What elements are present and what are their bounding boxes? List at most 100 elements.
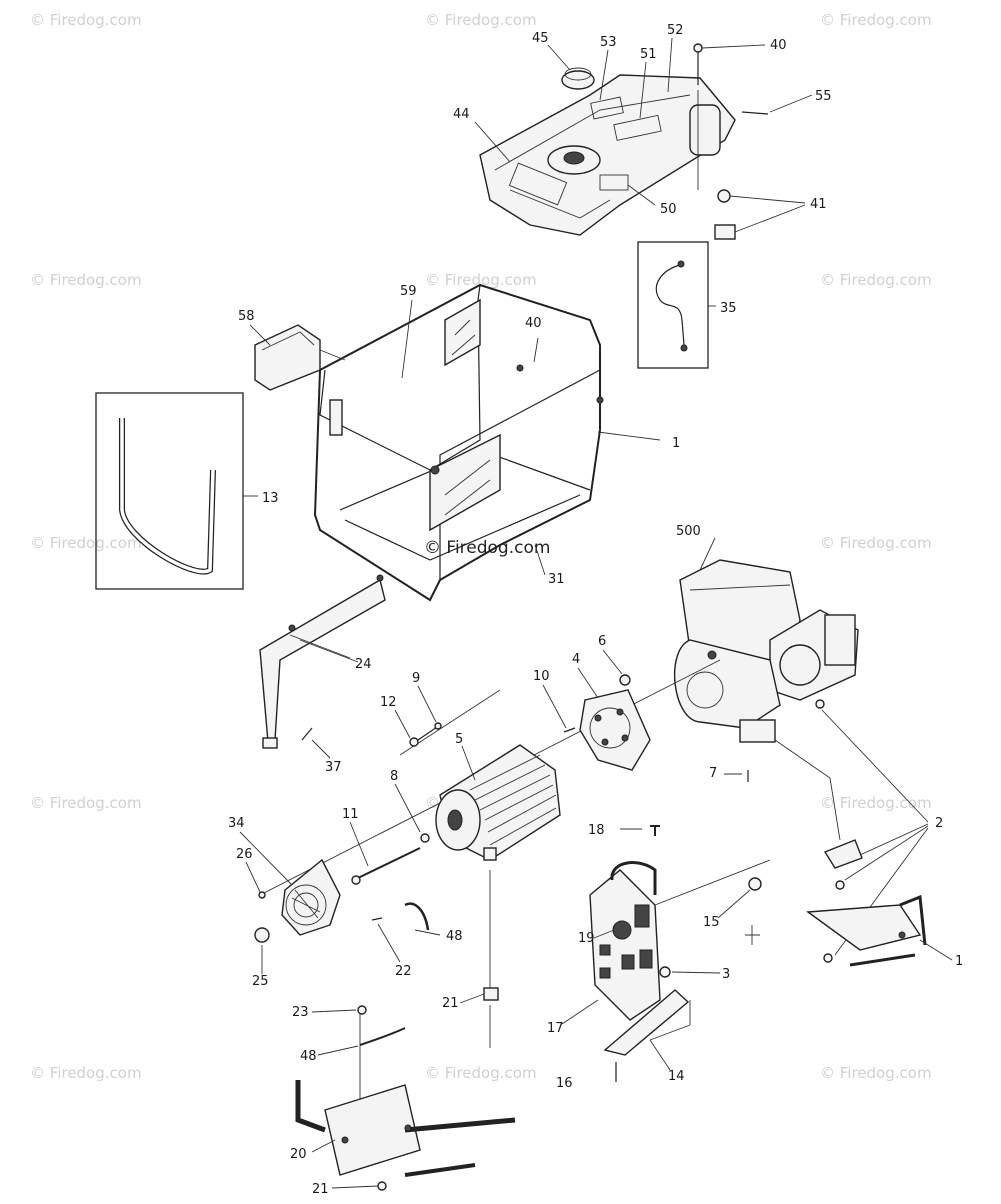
callout-label: 37 xyxy=(325,760,342,775)
callout-label: 22 xyxy=(395,964,412,979)
callout-label: 55 xyxy=(815,89,832,104)
panel-bracket xyxy=(603,989,691,1056)
bolt-assembly xyxy=(409,722,442,747)
callout-label: 1 xyxy=(955,954,963,969)
watermark: © Firedog.com xyxy=(820,534,932,552)
callout-label: 59 xyxy=(400,284,417,299)
watermark: © Firedog.com xyxy=(425,271,537,289)
callout-label: 48 xyxy=(446,929,463,944)
bracket xyxy=(259,574,386,749)
callout-label: 15 xyxy=(703,915,720,930)
watermark: © Firedog.com xyxy=(30,794,142,812)
callout-label: 53 xyxy=(600,35,617,50)
wire-clip xyxy=(359,1027,406,1046)
outlet-cover xyxy=(254,324,346,391)
callout-label: 14 xyxy=(668,1069,685,1084)
rod xyxy=(741,111,769,115)
callout-label: 58 xyxy=(238,309,255,324)
screw xyxy=(650,825,660,836)
watermark: © Firedog.com xyxy=(820,794,932,812)
breaker xyxy=(748,877,762,891)
watermark: © Firedog.com xyxy=(425,11,537,29)
screw xyxy=(659,966,671,978)
washer xyxy=(420,833,430,843)
watermark: © Firedog.com xyxy=(820,271,932,289)
grommet xyxy=(254,927,270,943)
watermark-center: © Firedog.com xyxy=(424,538,550,558)
handle-kit xyxy=(95,392,258,590)
callout-label: 11 xyxy=(342,807,359,822)
clamp xyxy=(371,902,441,936)
callout-label: 40 xyxy=(525,316,542,331)
callout-label: 1 xyxy=(672,436,680,451)
callout-label: 19 xyxy=(578,931,595,946)
callout-label: 20 xyxy=(290,1147,307,1162)
fuel-fitting xyxy=(714,189,806,240)
callout-label: 21 xyxy=(442,996,459,1011)
watermark: © Firedog.com xyxy=(820,11,932,29)
screw xyxy=(258,891,266,899)
watermark: © Firedog.com xyxy=(425,1064,537,1082)
callout-label: 45 xyxy=(532,31,549,46)
base-bracket xyxy=(806,894,927,967)
watermark: © Firedog.com xyxy=(30,534,142,552)
watermark: © Firedog.com xyxy=(820,1064,932,1082)
watermark: © Firedog.com xyxy=(30,271,142,289)
callout-label: 35 xyxy=(720,301,737,316)
callout-label: 34 xyxy=(228,816,245,831)
callout-label: 7 xyxy=(709,766,717,781)
callout-label: 2 xyxy=(935,816,943,831)
callout-label: 4 xyxy=(572,652,580,667)
callout-label: 25 xyxy=(252,974,269,989)
callout-label: 31 xyxy=(548,572,565,587)
bolt xyxy=(693,43,766,190)
screw xyxy=(357,1005,367,1015)
through-bolt xyxy=(357,847,421,879)
callout-label: 44 xyxy=(453,107,470,122)
base-frame xyxy=(295,1012,516,1177)
watermarks: © Firedog.com © Firedog.com © Firedog.co… xyxy=(30,11,932,1082)
watermark: © Firedog.com xyxy=(30,1064,142,1082)
gas-cap xyxy=(561,67,595,90)
control-panel xyxy=(589,859,771,1021)
callout-label: 16 xyxy=(556,1076,573,1091)
callout-label: 500 xyxy=(676,524,701,539)
callout-label: 24 xyxy=(355,657,372,672)
end-bell xyxy=(579,689,651,771)
callout-label: 50 xyxy=(660,202,677,217)
callout-label: 10 xyxy=(533,669,550,684)
callout-label: 13 xyxy=(262,491,279,506)
callout-label: 40 xyxy=(770,38,787,53)
leader-lines xyxy=(239,37,953,1189)
grommet xyxy=(377,1181,387,1191)
callout-label: 17 xyxy=(547,1021,564,1036)
fuel-tank xyxy=(479,74,736,236)
callout-label: 51 xyxy=(640,47,657,62)
watermark: © Firedog.com xyxy=(30,11,142,29)
callout-label: 9 xyxy=(412,671,420,686)
callout-label: 26 xyxy=(236,847,253,862)
callout-labels: 45 53 52 51 40 44 55 50 41 35 59 58 40 1… xyxy=(228,23,963,1197)
callout-label: 48 xyxy=(300,1049,317,1064)
fan-cover xyxy=(281,858,341,936)
screw xyxy=(301,727,313,741)
callout-label: 41 xyxy=(810,197,827,212)
callout-label: 8 xyxy=(390,769,398,784)
grommet xyxy=(483,870,499,1048)
callout-label: 23 xyxy=(292,1005,309,1020)
callout-label: 52 xyxy=(667,23,684,38)
callout-label: 6 xyxy=(598,634,606,649)
fuel-line-kit xyxy=(637,241,716,369)
screw xyxy=(563,727,576,733)
engine xyxy=(673,537,859,743)
nut xyxy=(619,674,631,686)
callout-label: 18 xyxy=(588,823,605,838)
callout-label: 3 xyxy=(722,967,730,982)
callout-label: 21 xyxy=(312,1182,329,1197)
stator xyxy=(435,744,561,861)
callout-label: 5 xyxy=(455,732,463,747)
callout-label: 12 xyxy=(380,695,397,710)
frame xyxy=(313,283,661,602)
